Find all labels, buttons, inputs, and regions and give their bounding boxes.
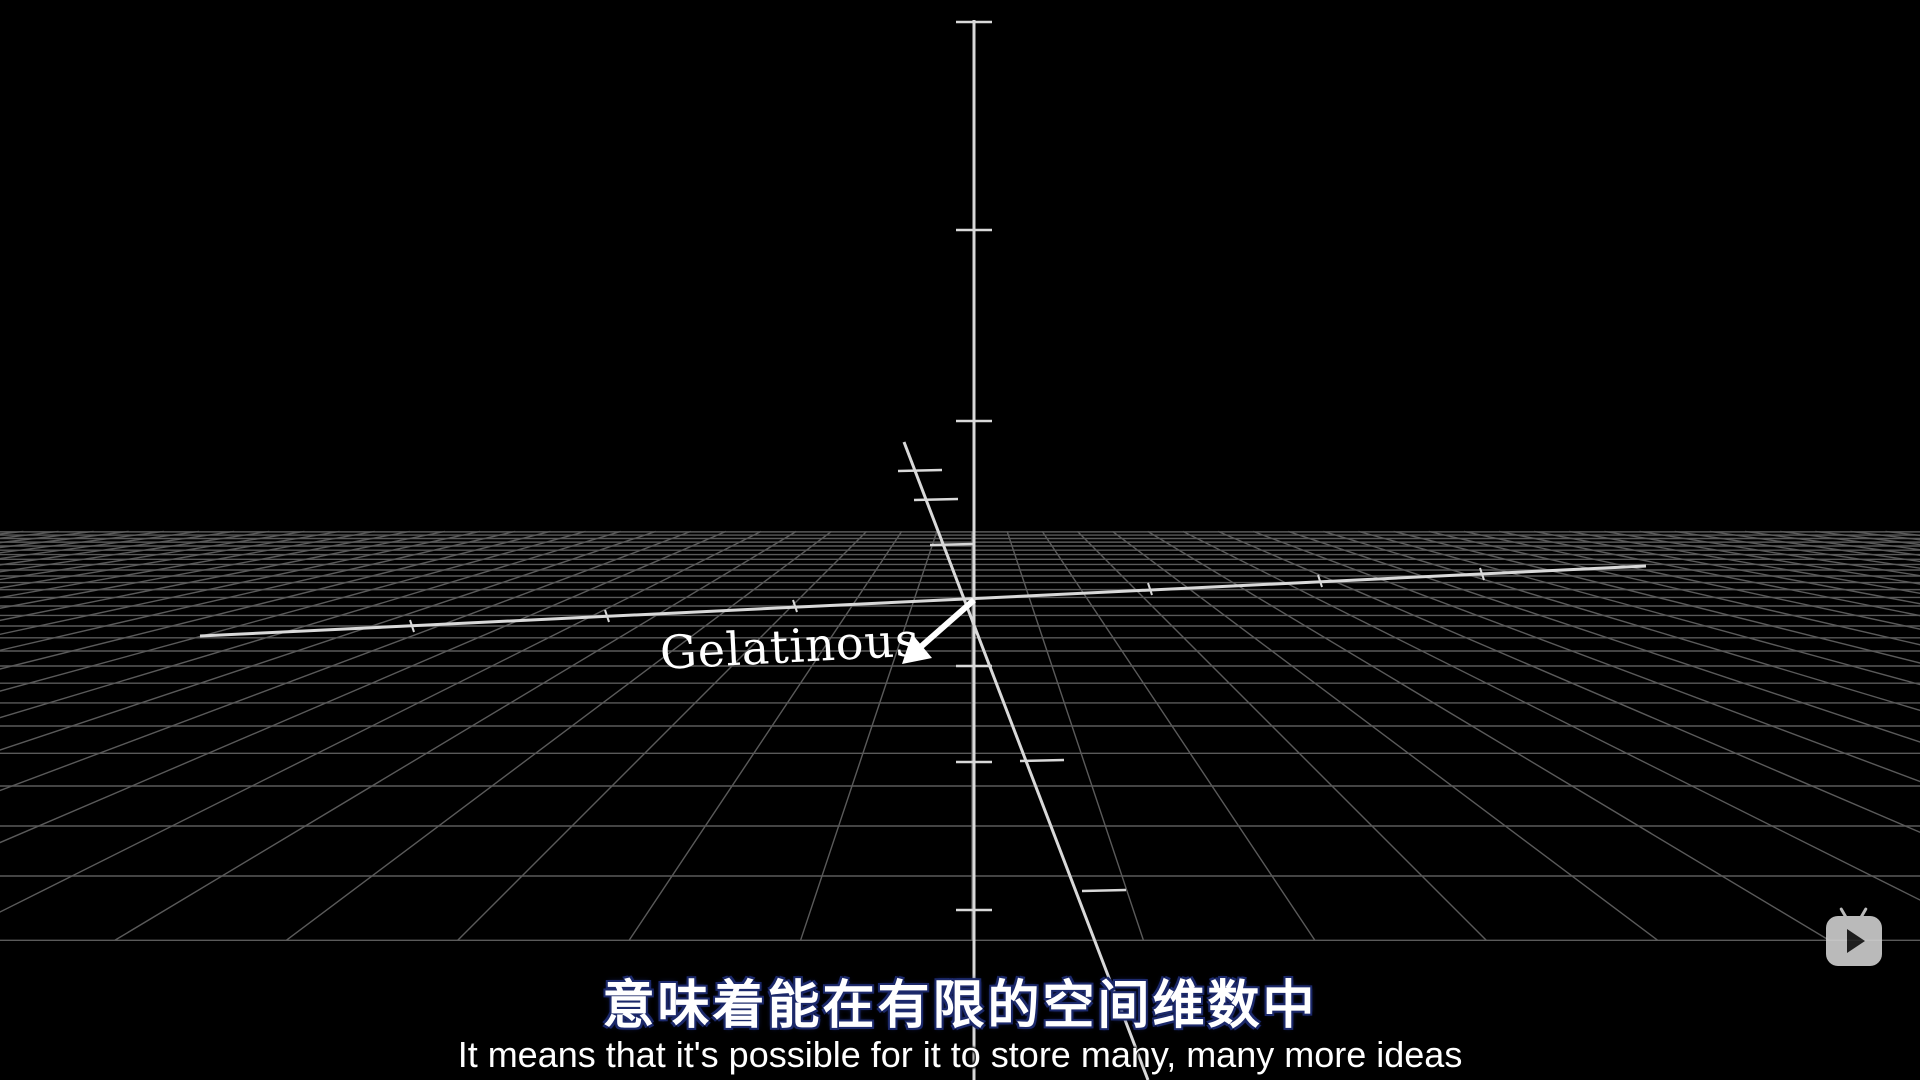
grid-line [0, 530, 375, 599]
grid-line [1323, 530, 1920, 712]
grid-line [0, 530, 410, 609]
grid-line [0, 530, 235, 566]
subtitle-english: It means that it's possible for it to st… [457, 1034, 1463, 1075]
grid-line [285, 530, 832, 941]
grid-line [0, 530, 727, 844]
grid-line [1217, 530, 1920, 834]
z-axis-tick [929, 542, 975, 547]
grid-line [0, 530, 586, 692]
grid-line [0, 530, 305, 581]
grid-line [0, 530, 657, 751]
grid-line [0, 530, 692, 792]
x-axis-tick [792, 599, 798, 613]
grid-line [1815, 530, 1920, 546]
grid-line [0, 530, 551, 670]
grid-line [457, 530, 868, 941]
play-triangle-icon [1847, 929, 1865, 953]
grid-line [0, 530, 24, 535]
grid-line [114, 530, 797, 941]
grid-line [1287, 530, 1920, 743]
grid-line [0, 530, 340, 589]
grid-line [1252, 530, 1920, 783]
grid-line [1780, 530, 1920, 551]
vector-arrow [902, 597, 976, 664]
grid-line [1147, 530, 1830, 941]
grid-line [1006, 531, 1145, 941]
grid-line [1041, 531, 1316, 941]
z-axis-tick [1019, 758, 1065, 763]
x-axis-tick [1147, 582, 1153, 596]
grid-line [1358, 530, 1920, 686]
x-axis-tick [1479, 567, 1485, 581]
grid-line [1569, 530, 1920, 595]
vector-shaft [914, 597, 976, 654]
z-axis-tick [913, 497, 959, 502]
grid-line [1604, 530, 1920, 585]
subtitle-chinese: 意味着能在有限的空间维数中 [602, 976, 1318, 1036]
x-axis-tick [1317, 574, 1323, 588]
grid-line [1534, 530, 1920, 605]
ground-grid [0, 530, 1920, 941]
axes [199, 20, 1647, 1080]
grid-line [1393, 530, 1920, 664]
grid-line [799, 531, 938, 941]
z-axis-tick [1081, 888, 1127, 893]
grid-line [1112, 530, 1659, 941]
x-axis [199, 564, 1647, 638]
grid-line [1463, 530, 1920, 630]
grid-line [1182, 530, 1920, 901]
grid-line [1076, 530, 1487, 941]
grid-line [0, 530, 446, 622]
grid-line [1709, 530, 1920, 563]
z-axis-tick [897, 468, 943, 473]
vector-arrowhead [902, 634, 932, 664]
grid-line [1744, 530, 1920, 556]
grid-line [0, 530, 481, 636]
tv-play-icon[interactable] [1826, 907, 1882, 966]
grid-line [0, 530, 621, 719]
x-axis-tick [409, 619, 415, 633]
grid-line [1428, 530, 1920, 646]
grid-line [0, 530, 129, 549]
grid-line [1498, 530, 1920, 617]
grid-line [0, 530, 762, 913]
grid-line [0, 530, 516, 652]
grid-line [628, 531, 903, 941]
x-axis-tick [604, 609, 610, 623]
